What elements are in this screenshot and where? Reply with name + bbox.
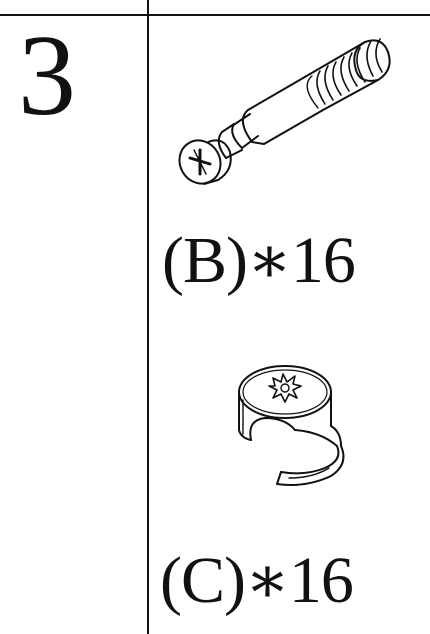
step-number: 3 — [18, 12, 76, 140]
part-b-label: (B)∗16 — [162, 224, 356, 297]
table-top-rule — [0, 14, 430, 16]
cam-lock-icon — [225, 360, 350, 495]
cam-bolt-icon — [160, 24, 410, 194]
table-column-divider — [147, 0, 149, 634]
part-c-label: (C)∗16 — [160, 544, 354, 617]
